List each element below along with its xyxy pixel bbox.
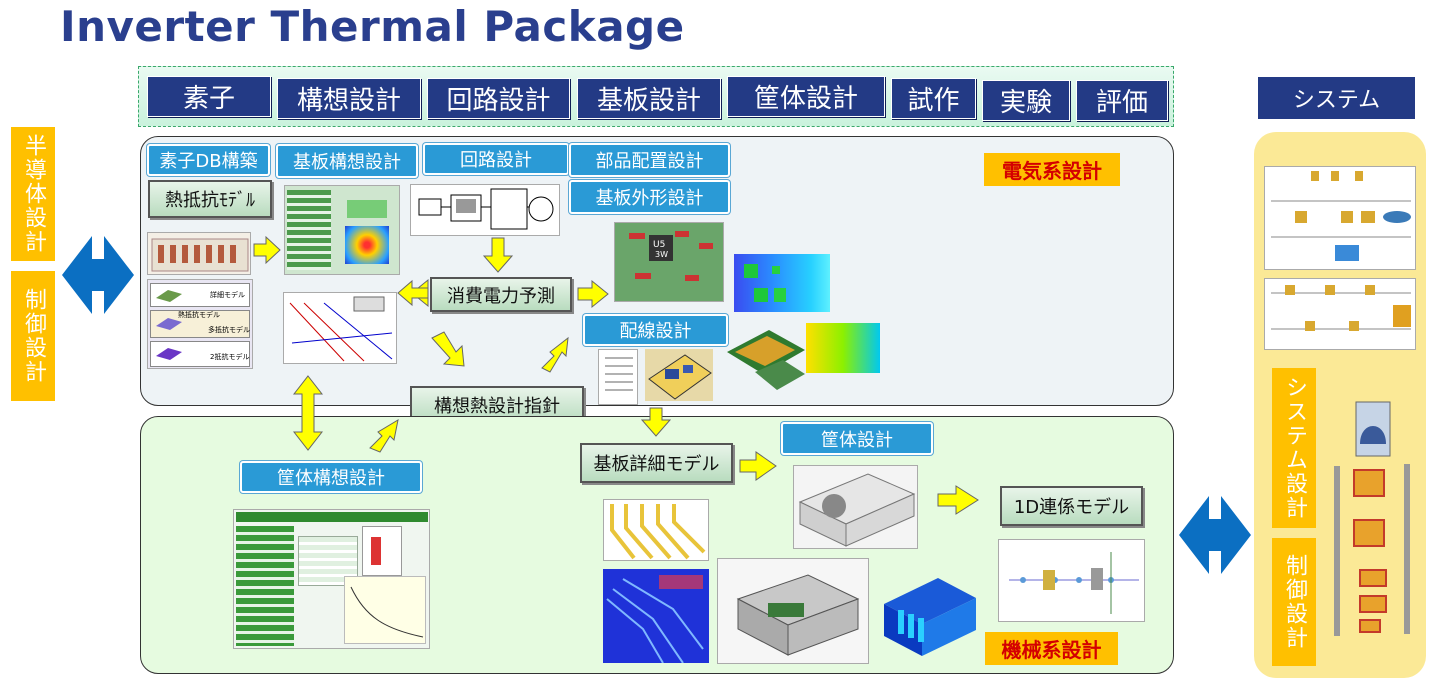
system-design-label: システム設計	[1272, 368, 1316, 528]
thermal-resistance-model-box: 熱抵抗ﾓﾃﾞﾙ	[148, 180, 272, 218]
housing-spreadsheet	[233, 509, 430, 649]
wiring-doc-image	[598, 349, 638, 405]
board-outline-box: 基板外形設計	[569, 180, 730, 214]
control-design-label: 制御設計	[11, 271, 55, 401]
right-double-arrow-icon	[1179, 496, 1251, 574]
power-estimate-box: 消費電力予測	[430, 277, 572, 312]
system-block-diagram-mid	[1264, 278, 1416, 350]
board-current-map	[603, 569, 709, 664]
heatsink-thermal-image	[878, 564, 980, 662]
mechanical-design-tag: 機械系設計	[985, 632, 1118, 665]
1d-link-model-box: 1D連係モデル	[1000, 486, 1143, 526]
board-3d-image	[725, 324, 807, 394]
housing-concept-box: 筐体構想設計	[240, 461, 422, 493]
model-two-label: 2抵抗モデル	[210, 353, 250, 361]
board-trace-image	[603, 499, 709, 561]
system-component-stack	[1330, 400, 1420, 640]
phase-board-design: 基板設計	[577, 78, 721, 119]
housing-3d-image	[793, 465, 918, 549]
board-concept-box: 基板構想設計	[276, 144, 418, 178]
thermal-3d-image	[806, 323, 880, 373]
power-estimate-chart	[283, 292, 397, 364]
electrical-design-tag: 電気系設計	[984, 153, 1120, 186]
phase-element: 素子	[147, 76, 271, 117]
device-photo	[147, 232, 251, 275]
phase-evaluation: 評価	[1076, 80, 1168, 121]
board-concept-screenshot	[284, 185, 400, 275]
circuit-schematic	[410, 184, 560, 236]
page-title: Inverter Thermal Package	[60, 2, 685, 51]
board-detail-model-box: 基板詳細モデル	[580, 443, 733, 483]
system-header: システム	[1258, 77, 1415, 119]
left-double-arrow-icon	[62, 236, 134, 314]
circuit-design-box: 回路設計	[423, 143, 569, 175]
right-control-design-label: 制御設計	[1272, 538, 1316, 666]
semiconductor-design-label: 半導体設計	[11, 127, 55, 261]
phase-prototype: 試作	[891, 78, 976, 119]
chip-label: U5	[653, 240, 665, 250]
wiring-3d-image	[645, 349, 713, 401]
svg-text:3W: 3W	[655, 250, 668, 259]
thermal-map-image	[734, 254, 830, 312]
phase-circuit-design: 回路設計	[427, 78, 570, 119]
wiring-design-box: 配線設計	[583, 314, 728, 346]
housing-exploded-view	[717, 558, 869, 664]
thermal-model-list: 詳細モデル 熱抵抗モデル 多抵抗モデル 2抵抗モデル	[147, 279, 253, 369]
housing-design-box: 筐体設計	[781, 422, 933, 455]
phase-housing-design: 筐体設計	[727, 76, 885, 117]
phase-concept-design: 構想設計	[277, 78, 421, 119]
element-db-box: 素子DB構築	[147, 144, 270, 176]
parts-placement-box: 部品配置設計	[569, 143, 730, 177]
phase-experiment: 実験	[982, 80, 1070, 121]
model-detail-label: 詳細モデル	[210, 291, 245, 299]
system-block-diagram-top	[1264, 166, 1416, 270]
model-multi-label: 多抵抗モデル	[208, 326, 250, 334]
1d-model-diagram	[998, 539, 1145, 622]
model-resistance-label: 熱抵抗モデル	[178, 311, 220, 319]
